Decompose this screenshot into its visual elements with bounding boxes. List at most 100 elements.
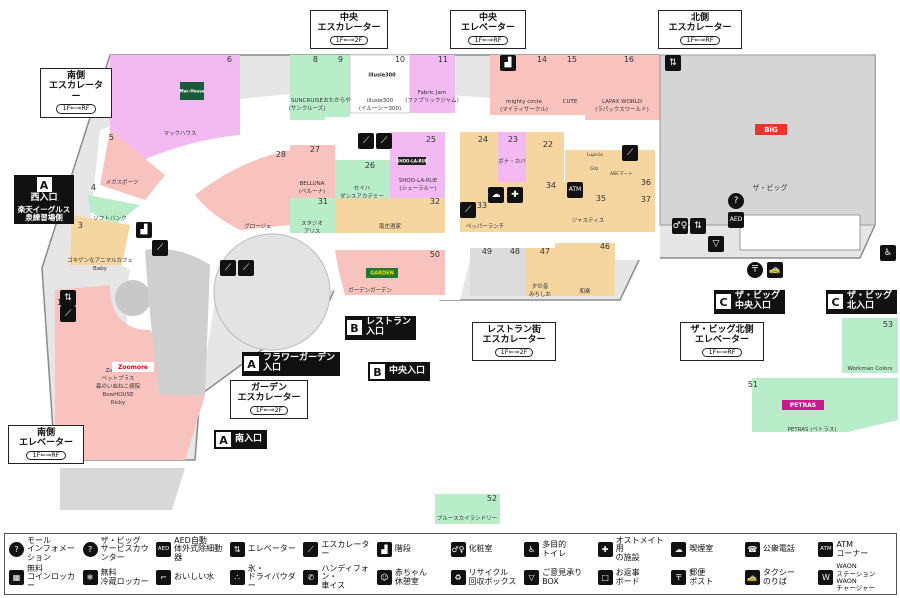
store-name[interactable]: ジャスティス: [572, 217, 604, 224]
callout-title: ガーデン エスカレーター: [237, 383, 301, 404]
store-name[interactable]: (マイティサークル): [500, 106, 548, 113]
store-name[interactable]: ブルースカイランドリー: [437, 514, 497, 522]
store-name[interactable]: メガスポーツ: [106, 178, 139, 186]
store-name[interactable]: ゴキゲンなアニマルカフェ: [67, 256, 133, 264]
flower-garden-entrance-label: A フラワーガーデン 入口: [242, 352, 341, 376]
store-name[interactable]: ペッパーランチ: [466, 223, 505, 230]
store-block-16: [585, 55, 660, 120]
store-block-28: [195, 150, 290, 230]
store-name[interactable]: グロージェ: [244, 222, 271, 230]
store-name[interactable]: mighty circle: [506, 99, 542, 105]
store-name[interactable]: おたからや: [323, 96, 351, 104]
store-name[interactable]: SUNCRUISE: [291, 98, 323, 104]
west-entrance-label: A 西入口 楽天イーグルス 泉練習場側: [14, 175, 74, 225]
callout-range: 1F⇐⇒RF: [680, 35, 720, 46]
store-name[interactable]: セイハ: [354, 185, 371, 192]
store-name[interactable]: 夕の音: [532, 282, 549, 290]
store-number: 11: [438, 55, 448, 64]
store-name[interactable]: みちしお: [529, 291, 552, 298]
store-name[interactable]: (ラパックスワールド): [595, 106, 649, 113]
store-name[interactable]: (ベルーナ): [299, 188, 325, 195]
elevator-icon: ⇅: [690, 218, 706, 234]
store-name[interactable]: PETRAS (ペトラス): [788, 426, 837, 433]
legend-label: 公衆電話: [762, 544, 795, 554]
locker-icon: ▦: [9, 570, 24, 586]
taxi-icon: 🚕: [744, 570, 760, 586]
store-name[interactable]: 和楽: [579, 287, 591, 295]
legend-item: ❄無料 冷蔵ロッカー: [82, 568, 157, 587]
store-name[interactable]: 南庄酒家: [379, 222, 402, 230]
store-number: 49: [482, 247, 492, 256]
legend-item: ▦無料 コインロッカー: [9, 564, 83, 591]
small-store-name[interactable]: Lupicia: [587, 152, 603, 158]
entrance-name: 中央入口: [389, 365, 426, 376]
legend-item: ✚オストメイト用 の施設: [597, 536, 672, 563]
store-name[interactable]: ボナ・カバ: [498, 157, 526, 165]
store-name[interactable]: (イルーシー300): [359, 106, 401, 112]
store-name[interactable]: ソフトバンク: [93, 215, 126, 222]
center-entrance-label: B 中央入口: [368, 362, 431, 381]
store-name[interactable]: illusie300: [367, 98, 394, 104]
store-name[interactable]: Fabric Jam: [418, 90, 446, 96]
multipurpose-toilet-icon: ♿: [880, 245, 896, 261]
legend-item: 〒郵便 ポスト: [671, 568, 745, 587]
store-number: 16: [624, 55, 634, 64]
store-name[interactable]: BowHOUSE: [102, 392, 134, 398]
legend-label: AED自動 体外式除細動器: [174, 535, 223, 563]
legend-label: 多目的 トイレ: [542, 539, 567, 558]
store-name[interactable]: スタジオ: [301, 219, 323, 227]
south-elevator-callout: 南側 エレベーター 1F⇐⇒RF: [8, 425, 84, 465]
legend-item: ⌐おいしい水: [156, 570, 230, 586]
entrance-letter: C: [716, 294, 731, 310]
store-block-8: [290, 55, 325, 120]
store-name[interactable]: Baby: [93, 266, 108, 272]
entrance-letter: B: [370, 364, 385, 379]
store-name[interactable]: ペットプラス: [102, 375, 135, 382]
store-block-48: [500, 248, 525, 296]
store-logo: [180, 82, 204, 100]
callout-range: 1F⇐⇒RF: [26, 450, 66, 461]
store-name[interactable]: (サンクルーズ): [289, 104, 326, 112]
south-gray-wing: [145, 249, 210, 395]
escalator-icon: ⟋: [220, 260, 236, 276]
store-block-6: [110, 55, 240, 175]
store-name[interactable]: SHOO-LA-RUE: [399, 178, 438, 184]
legend-item: ☎公衆電話: [744, 542, 819, 558]
store-name[interactable]: マックハウス: [164, 129, 197, 137]
store-name[interactable]: ダンスアカデミー: [340, 192, 384, 200]
dry-powder-icon: ∴: [229, 570, 245, 586]
anchor-store-name[interactable]: ザ・ビッグ: [753, 183, 788, 192]
store-block-22: [526, 132, 564, 182]
legend-label: エスカレーター: [321, 539, 370, 558]
store-name[interactable]: アリス: [304, 228, 321, 235]
legend-item: ☁喫煙室: [671, 542, 745, 558]
store-number: 8: [313, 55, 318, 64]
callout-title: 南側 エスカレーター: [48, 71, 103, 102]
escalator-icon: ⟋: [460, 202, 476, 218]
store-logo-text: GARDEN: [370, 271, 394, 277]
legend-item: ♿多目的 トイレ: [524, 539, 598, 559]
escalator-icon: ⟋: [238, 260, 254, 276]
restaurant-entrance-label: B レストラン 入口: [345, 316, 417, 340]
store-block-11: [410, 55, 455, 113]
store-logo: [755, 124, 787, 135]
info-icon[interactable]: ?: [728, 193, 744, 209]
store-name[interactable]: Workman Colors: [847, 366, 892, 372]
atm-icon: ATM: [818, 542, 834, 558]
elevator-icon: ⇅: [229, 542, 245, 558]
center-elevator-callout: 中央 エレベーター 1F⇐⇒RF: [450, 10, 526, 50]
small-store-name[interactable]: Gliz: [590, 166, 599, 172]
store-name[interactable]: CUTE: [563, 99, 578, 105]
store-name[interactable]: LAPAX WORLD: [602, 99, 642, 105]
small-store-name[interactable]: ABCマート: [610, 171, 633, 177]
south-escalator-callout: 南側 エスカレーター 1F⇐⇒RF: [40, 68, 112, 118]
store-name[interactable]: Ricky: [111, 400, 126, 406]
callout-range: 1F⇐⇒2F: [249, 405, 289, 416]
store-block-15: [555, 55, 585, 115]
store-name[interactable]: (ファブリックジャム): [405, 96, 459, 104]
store-name[interactable]: ガーデンガーデン: [348, 286, 393, 294]
store-name[interactable]: BELLUNA: [299, 181, 324, 187]
store-name[interactable]: (シューラルー): [399, 185, 436, 192]
store-name[interactable]: 森のいぬねこ病院: [96, 382, 141, 390]
store-number: 1: [57, 298, 62, 307]
